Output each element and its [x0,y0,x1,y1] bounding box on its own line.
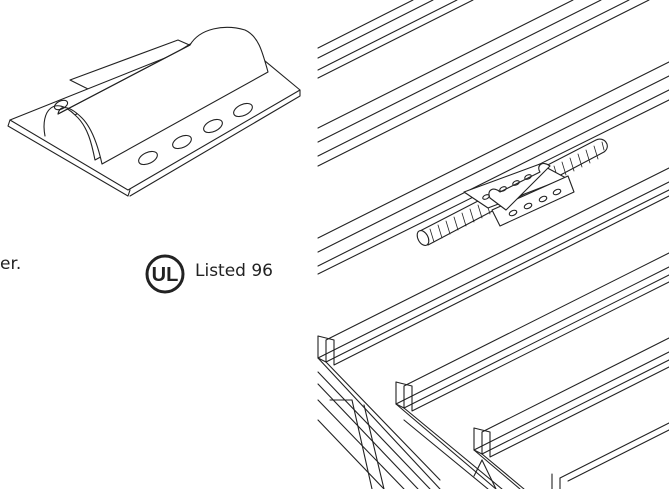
roof-seam-group-3 [317,61,669,275]
roof-seam-group-1 [317,0,474,79]
metal-roof-panels [317,0,669,489]
clip-front-lip [7,119,131,197]
clip-front-holes [53,99,253,166]
ul-listed-mark-icon: UL [145,254,185,294]
cable-end [416,230,430,246]
body-text-fragment: er. [0,254,22,274]
installed-clip [463,163,575,227]
cable-strands [429,141,605,243]
roof-seam-group-2 [317,0,650,167]
ul-listed-label: Listed 96 [195,261,274,281]
roof-ribs [317,167,669,489]
grounding-clip-icon [7,26,301,197]
ul-letters: UL [152,264,179,286]
clip-saddle-top [57,26,269,165]
